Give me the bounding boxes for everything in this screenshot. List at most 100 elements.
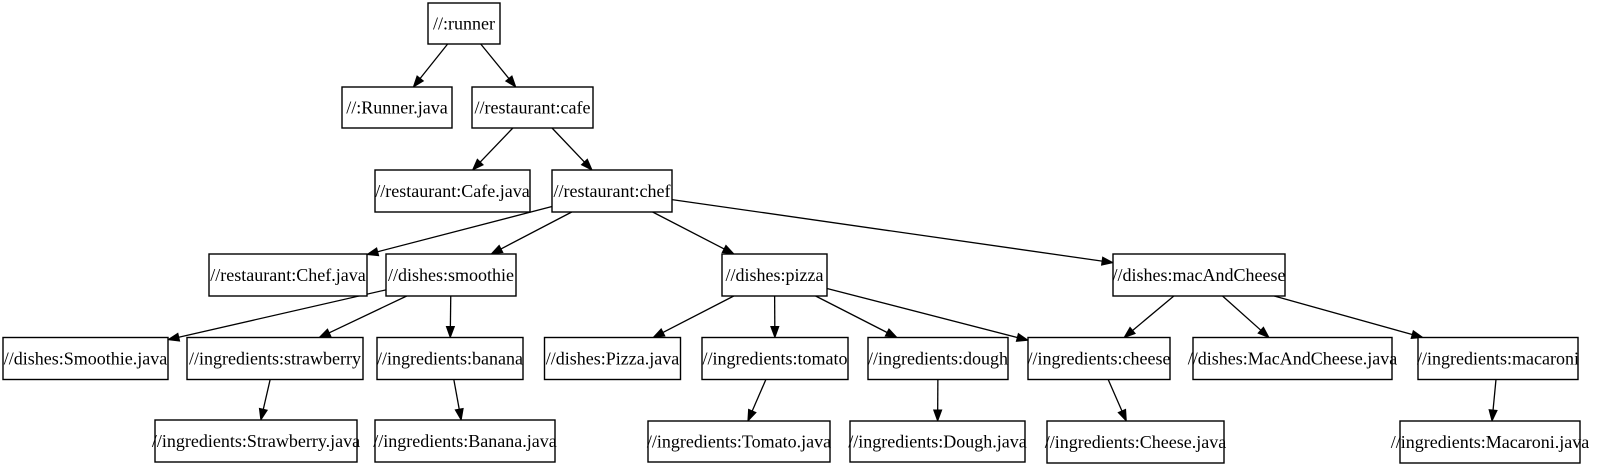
edge-dough-dough_java — [932, 379, 943, 423]
node-box — [374, 169, 531, 213]
edge-pizza-pizza_java — [651, 295, 735, 339]
edge-layer — [166, 43, 1498, 423]
node-box — [1192, 336, 1393, 381]
node-label: //:Runner.java — [346, 98, 447, 118]
edge-arrowhead — [489, 244, 504, 255]
node-label: //ingredients:Cheese.java — [1045, 432, 1226, 452]
node-label: //ingredients:banana — [377, 349, 523, 369]
edge-arrowhead — [580, 158, 594, 172]
edge-line — [826, 287, 1018, 339]
edge-arrowhead — [747, 408, 757, 423]
graph-node-dough: //ingredients:dough — [867, 336, 1009, 381]
node-box — [551, 169, 673, 213]
edge-arrowhead — [412, 75, 425, 89]
node-box — [1417, 336, 1579, 381]
graph-node-cafe_java: //restaurant:Cafe.java — [374, 169, 531, 213]
edge-line — [1492, 379, 1497, 411]
node-box — [341, 86, 453, 129]
graph-node-cheese_java: //ingredients:Cheese.java — [1045, 420, 1226, 464]
node-label: //ingredients:Macaroni.java — [1391, 432, 1589, 452]
node-layer: //:runner //:Runner.java //restaurant:cafe… — [2, 2, 1589, 464]
graph-node-macaroni: //ingredients:macaroni — [1417, 336, 1579, 381]
edge-pizza-cheese — [826, 287, 1030, 342]
edge-arrowhead — [445, 325, 456, 339]
edge-line — [662, 295, 735, 334]
edge-chef-pizza — [652, 211, 736, 255]
edge-line — [328, 295, 408, 334]
edge-arrowhead — [1100, 256, 1115, 266]
edge-arrowhead — [1117, 408, 1127, 423]
node-label: //ingredients:Dough.java — [848, 432, 1026, 452]
edge-arrowhead — [258, 407, 269, 422]
node-box — [427, 2, 501, 45]
edge-tomato-tomato_java — [747, 379, 767, 423]
node-box — [208, 253, 368, 297]
edge-cafe-cafe_java — [471, 127, 514, 172]
graph-node-macandcheese: //dishes:macAndCheese — [1112, 253, 1286, 297]
edge-chef-chef_java — [365, 205, 553, 257]
node-label: //restaurant:Cafe.java — [375, 181, 529, 201]
edge-arrowhead — [317, 328, 332, 339]
graph-node-runner: //:runner — [427, 2, 501, 45]
node-label: //dishes:macAndCheese — [1113, 265, 1286, 285]
graph-node-smoothie_java: //dishes:Smoothie.java — [2, 336, 169, 381]
graph-node-cheese: //ingredients:cheese — [1027, 336, 1171, 381]
node-label: //ingredients:strawberry — [189, 349, 361, 369]
edge-macandcheese-macaroni — [1274, 295, 1425, 339]
node-label: //dishes:smoothie — [388, 265, 514, 285]
graph-node-pizza_java: //dishes:Pizza.java — [543, 336, 682, 381]
edge-cheese-cheese_java — [1107, 379, 1127, 423]
edge-line — [1274, 295, 1413, 336]
edge-line — [1132, 295, 1175, 331]
edge-line — [1107, 379, 1123, 412]
edge-arrowhead — [1257, 326, 1271, 339]
node-box — [701, 336, 849, 381]
edge-arrowhead — [1410, 329, 1425, 339]
edge-arrowhead — [1123, 326, 1136, 339]
edge-line — [500, 211, 573, 250]
node-box — [186, 336, 364, 381]
graph-node-cafe: //restaurant:cafe — [471, 86, 594, 129]
node-label: //ingredients:Strawberry.java — [152, 431, 360, 451]
node-label: //ingredients:macaroni — [1417, 349, 1579, 369]
node-label: //dishes:pizza — [726, 265, 824, 285]
node-box — [2, 336, 169, 381]
graph-node-strawberry: //ingredients:strawberry — [186, 336, 364, 381]
edge-arrowhead — [932, 409, 943, 423]
edge-line — [453, 379, 460, 410]
edge-arrowhead — [1488, 409, 1498, 423]
graph-node-banana: //ingredients:banana — [376, 336, 524, 381]
node-box — [376, 336, 524, 381]
edge-line — [419, 43, 449, 79]
graph-node-macaroni_java: //ingredients:Macaroni.java — [1391, 420, 1589, 464]
node-label: //ingredients:Banana.java — [373, 431, 556, 451]
node-label: //ingredients:Tomato.java — [647, 432, 831, 452]
graph-node-tomato_java: //ingredients:Tomato.java — [647, 420, 831, 463]
node-label: //dishes:Smoothie.java — [4, 349, 168, 369]
graph-node-runner_java: //:Runner.java — [341, 86, 453, 129]
edge-line — [178, 289, 387, 338]
graph-node-smoothie: //dishes:smoothie — [385, 253, 517, 297]
graph-node-banana_java: //ingredients:Banana.java — [373, 419, 557, 463]
edge-runner-runner_java — [412, 43, 449, 89]
node-box — [471, 86, 594, 129]
edge-macandcheese-macandcheese_java — [1222, 295, 1271, 339]
edge-chef-smoothie — [489, 211, 573, 255]
edge-arrowhead — [166, 332, 181, 342]
edge-pizza-tomato — [770, 295, 780, 339]
edge-macandcheese-cheese — [1123, 295, 1175, 339]
graph-node-pizza: //dishes:pizza — [721, 253, 828, 297]
edge-arrowhead — [504, 75, 517, 89]
edge-macaroni-macaroni_java — [1488, 379, 1498, 423]
edge-arrowhead — [365, 247, 380, 257]
graph-node-chef_java: //restaurant:Chef.java — [208, 253, 368, 297]
node-label: //dishes:Pizza.java — [546, 349, 679, 369]
node-label: //ingredients:tomato — [703, 349, 848, 369]
graph-node-chef: //restaurant:chef — [551, 169, 673, 213]
edge-arrowhead — [884, 328, 899, 339]
edge-line — [262, 379, 271, 410]
node-box — [1112, 253, 1286, 297]
edge-smoothie-smoothie_java — [166, 289, 387, 342]
